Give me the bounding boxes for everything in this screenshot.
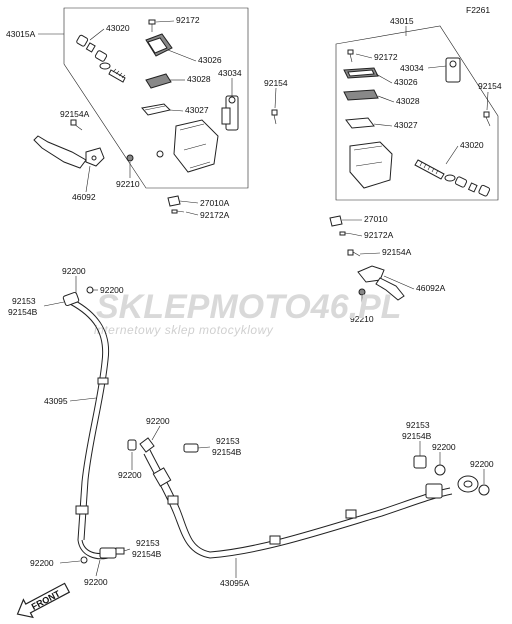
label-92172-right: 92172	[374, 52, 398, 62]
hose-43095	[62, 286, 125, 564]
figure-code: F2261	[466, 5, 490, 15]
label-92153-b: 92153	[136, 538, 160, 548]
label-92154A-right: 92154A	[382, 247, 412, 257]
right-labels: 43015 92172 43034 43026 43028 43027 9215…	[355, 16, 502, 165]
label-92154-mid: 92154	[264, 78, 288, 88]
label-27010A: 27010A	[200, 198, 230, 208]
label-92200-h: 92200	[432, 442, 456, 452]
label-92172A-right: 92172A	[364, 230, 394, 240]
label-92154B-a: 92154B	[8, 307, 38, 317]
label-43027-right: 43027	[394, 120, 418, 130]
label-43015: 43015	[390, 16, 414, 26]
label-92154B-c: 92154B	[212, 447, 242, 457]
label-43026-right: 43026	[394, 77, 418, 87]
label-92200-c: 92200	[30, 558, 54, 568]
watermark: SKLEPMOTO46.PL internetowy sklep motocyk…	[94, 288, 401, 337]
label-43095: 43095	[44, 396, 68, 406]
label-46092: 46092	[72, 192, 96, 202]
label-92154-right: 92154	[478, 81, 502, 91]
svg-text:SKLEPMOTO46.PL: SKLEPMOTO46.PL	[96, 288, 401, 326]
label-43034-right: 43034	[400, 63, 424, 73]
label-92153-a: 92153	[12, 296, 36, 306]
label-92172-left: 92172	[176, 15, 200, 25]
right-group-frame	[335, 25, 499, 201]
left-labels: 43015A 43020 92172 43026 43028 43034 430…	[6, 15, 288, 220]
label-43015A: 43015A	[6, 29, 36, 39]
hose-43095A-labels: 92153 92154B 92200 92200 92200 92153 921…	[118, 416, 494, 588]
right-lever-labels: 27010 92172A 92154A 46092A 92210	[342, 214, 446, 324]
label-43027-left: 43027	[185, 105, 209, 115]
right-master-cylinder-parts	[343, 49, 491, 197]
label-43095A: 43095A	[220, 578, 250, 588]
label-92153-c: 92153	[216, 436, 240, 446]
label-27010: 27010	[364, 214, 388, 224]
right-lever-parts	[329, 215, 405, 301]
label-92200-f: 92200	[118, 470, 142, 480]
svg-text:internetowy sklep motocyklowy: internetowy sklep motocyklowy	[94, 323, 274, 337]
label-43028-left: 43028	[187, 74, 211, 84]
label-92172A-left: 92172A	[200, 210, 230, 220]
label-43020-left: 43020	[106, 23, 130, 33]
label-43034-left: 43034	[218, 68, 242, 78]
label-92200-b: 92200	[100, 285, 124, 295]
label-92153-d: 92153	[406, 420, 430, 430]
hose-43095-labels: 92200 92200 92153 92154B 43095 92200 922…	[8, 266, 162, 587]
left-group-frame	[63, 7, 249, 189]
label-46092A: 46092A	[416, 283, 446, 293]
label-92200-e: 92200	[146, 416, 170, 426]
front-label: FRONT	[30, 588, 63, 612]
label-43026-left: 43026	[198, 55, 222, 65]
label-92200-d: 92200	[84, 577, 108, 587]
label-43028-right: 43028	[396, 96, 420, 106]
label-43020-right: 43020	[460, 140, 484, 150]
label-92200-a: 92200	[62, 266, 86, 276]
label-92154B-d: 92154B	[402, 431, 432, 441]
left-master-cylinder-parts	[33, 19, 278, 214]
label-92200-g: 92200	[470, 459, 494, 469]
hose-43095A	[127, 437, 490, 559]
front-arrow-marker: FRONT	[16, 582, 71, 619]
label-92154B-b: 92154B	[132, 549, 162, 559]
label-92210-left: 92210	[116, 179, 140, 189]
label-92154A-left: 92154A	[60, 109, 90, 119]
label-92210-right: 92210	[350, 314, 374, 324]
